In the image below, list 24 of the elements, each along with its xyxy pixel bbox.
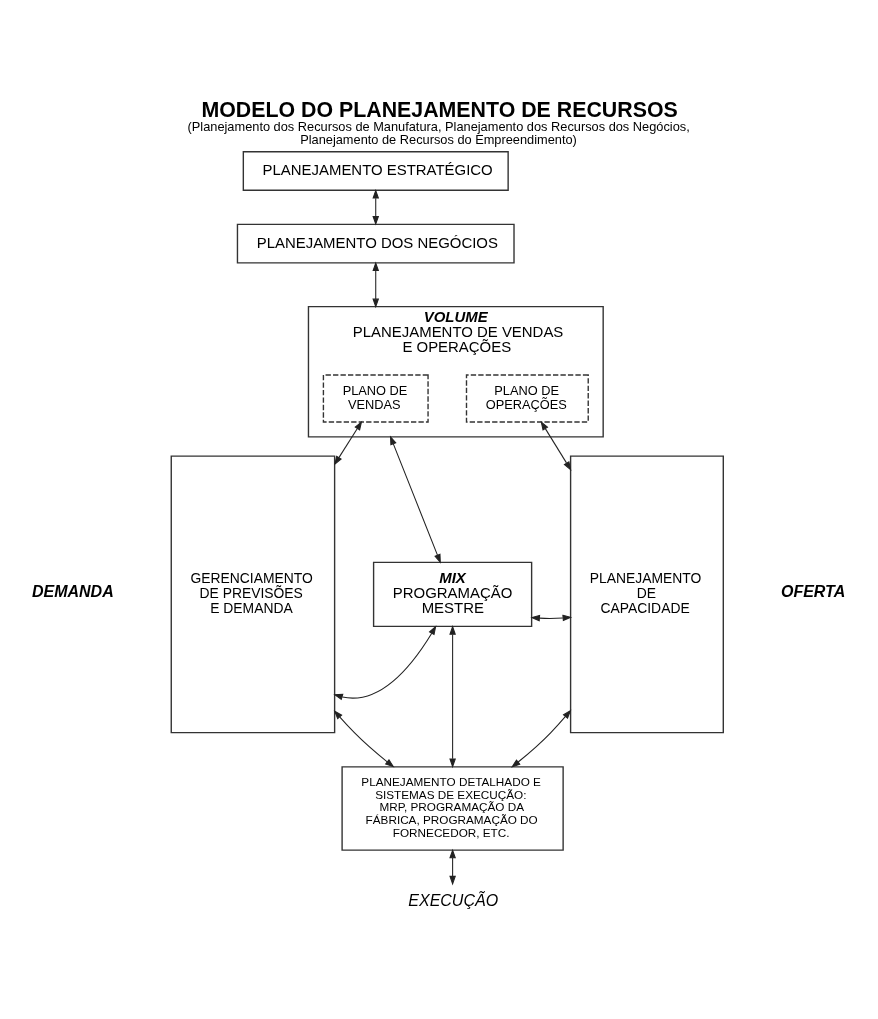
arrow <box>530 614 573 622</box>
node-box: PLANO DE VENDAS <box>322 374 429 423</box>
arrow <box>449 625 456 769</box>
node-box: GERENCIAMENTO DE PREVISÕES E DEMANDA <box>170 455 336 734</box>
node-box: PLANEJAMENTO ESTRATÉGICO <box>242 151 509 191</box>
diagram-title: MODELO DO PLANEJAMENTO DE RECURSOS <box>201 97 678 122</box>
node-box: PLANEJAMENTO DETALHADO E SISTEMAS DE EXECUÇÃO: MRP, PROGRAMAÇÃO DA FÁBRICA, PROGRAMAÇÃO DO FORNECEDOR, ETC. <box>341 766 564 851</box>
arrow <box>334 420 363 466</box>
arrow <box>372 261 380 309</box>
node-text: EXECUÇÃO <box>408 892 499 910</box>
node-box: MIX PROGRAMAÇÃO MESTRE <box>372 561 533 628</box>
node-box: PLANO DE OPERAÇÕES <box>465 374 589 423</box>
arrow <box>333 710 395 768</box>
node-box: PLANEJAMENTO DE CAPACIDADE <box>569 455 724 734</box>
label: OFERTA <box>780 583 846 601</box>
caption: (Planejamento dos Recursos de Manufatura, Planejamento dos Recursos dos Negócios, Planejamento de Recursos do Empreendimento) <box>187 119 690 147</box>
label: DEMANDA <box>31 583 114 601</box>
arrow <box>449 848 456 886</box>
arrow <box>510 709 572 768</box>
node-box: PLANEJAMENTO DOS NEGÓCIOS <box>236 223 515 264</box>
arrow <box>333 625 437 701</box>
arrow <box>372 189 380 226</box>
arrow <box>389 435 441 564</box>
arrow <box>540 420 572 471</box>
